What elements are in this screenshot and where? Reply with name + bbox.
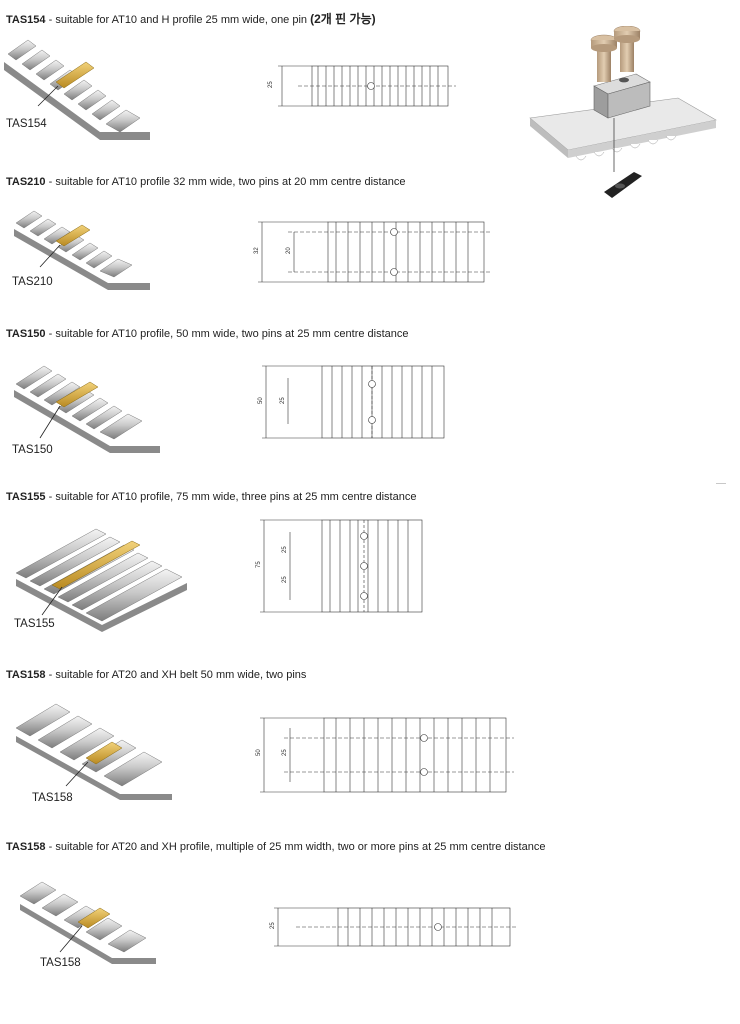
- item-label: TAS154: [6, 118, 47, 130]
- item-label: TAS158: [40, 957, 81, 969]
- item-heading: TAS150 - suitable for AT10 profile, 50 m…: [6, 328, 409, 340]
- clamp-illustration: [15, 703, 172, 800]
- clamp-drawing: 75 25 25: [256, 519, 423, 613]
- dimension-label: 25: [282, 546, 288, 553]
- clamp-drawing: 32 20: [254, 221, 490, 283]
- item-description: - suitable for AT10 profile 32 mm wide, …: [45, 176, 406, 188]
- item-description: - suitable for AT20 and XH profile, mult…: [45, 841, 546, 853]
- dimension-label: 25: [270, 922, 276, 929]
- dimension-label: 50: [258, 397, 264, 404]
- clamp-drawing: 50 25: [258, 365, 445, 439]
- clamp-illustration: [14, 365, 160, 453]
- item-code: TAS158: [6, 841, 46, 853]
- dimension-label: 25: [268, 81, 274, 88]
- item-label: TAS155: [14, 618, 55, 630]
- dimension-label: 25: [282, 576, 288, 583]
- item-note: (2개 핀 가능): [310, 12, 376, 26]
- clamp-illustration: [15, 528, 187, 632]
- clamp-drawing: 50 25: [256, 717, 514, 793]
- item-description: - suitable for AT10 profile, 50 mm wide,…: [45, 328, 409, 340]
- page-marker: [716, 483, 726, 484]
- dimension-label: 25: [282, 749, 288, 756]
- item-label: TAS158: [32, 792, 73, 804]
- item-code: TAS155: [6, 491, 46, 503]
- item-description: - suitable for AT10 and H profile 25 mm …: [45, 14, 308, 26]
- item-label: TAS150: [12, 444, 53, 456]
- clamp-assembly-illustration: [529, 26, 717, 198]
- clamp-illustration: [19, 881, 156, 964]
- item-code: TAS150: [6, 328, 46, 340]
- dimension-label: 75: [256, 561, 262, 568]
- item-code: TAS154: [6, 14, 46, 26]
- dimension-label: 50: [256, 749, 262, 756]
- item-heading: TAS154 - suitable for AT10 and H profile…: [6, 10, 376, 27]
- dimension-label: 20: [286, 247, 292, 254]
- item-heading: TAS210 - suitable for AT10 profile 32 mm…: [6, 176, 405, 188]
- item-code: TAS210: [6, 176, 46, 188]
- item-description: - suitable for AT10 profile, 75 mm wide,…: [45, 491, 417, 503]
- clamp-illustration: [14, 210, 150, 290]
- dimension-label: 25: [280, 397, 286, 404]
- clamp-drawing: 25: [270, 907, 518, 947]
- item-heading: TAS158 - suitable for AT20 and XH profil…: [6, 841, 545, 853]
- clamp-illustration: [4, 39, 150, 140]
- item-code: TAS158: [6, 669, 46, 681]
- item-description: - suitable for AT20 and XH belt 50 mm wi…: [45, 669, 307, 681]
- clamp-drawing: 25: [268, 65, 456, 107]
- item-heading: TAS158 - suitable for AT20 and XH belt 5…: [6, 669, 306, 681]
- dimension-label: 32: [254, 247, 260, 254]
- item-heading: TAS155 - suitable for AT10 profile, 75 m…: [6, 491, 416, 503]
- item-label: TAS210: [12, 276, 53, 288]
